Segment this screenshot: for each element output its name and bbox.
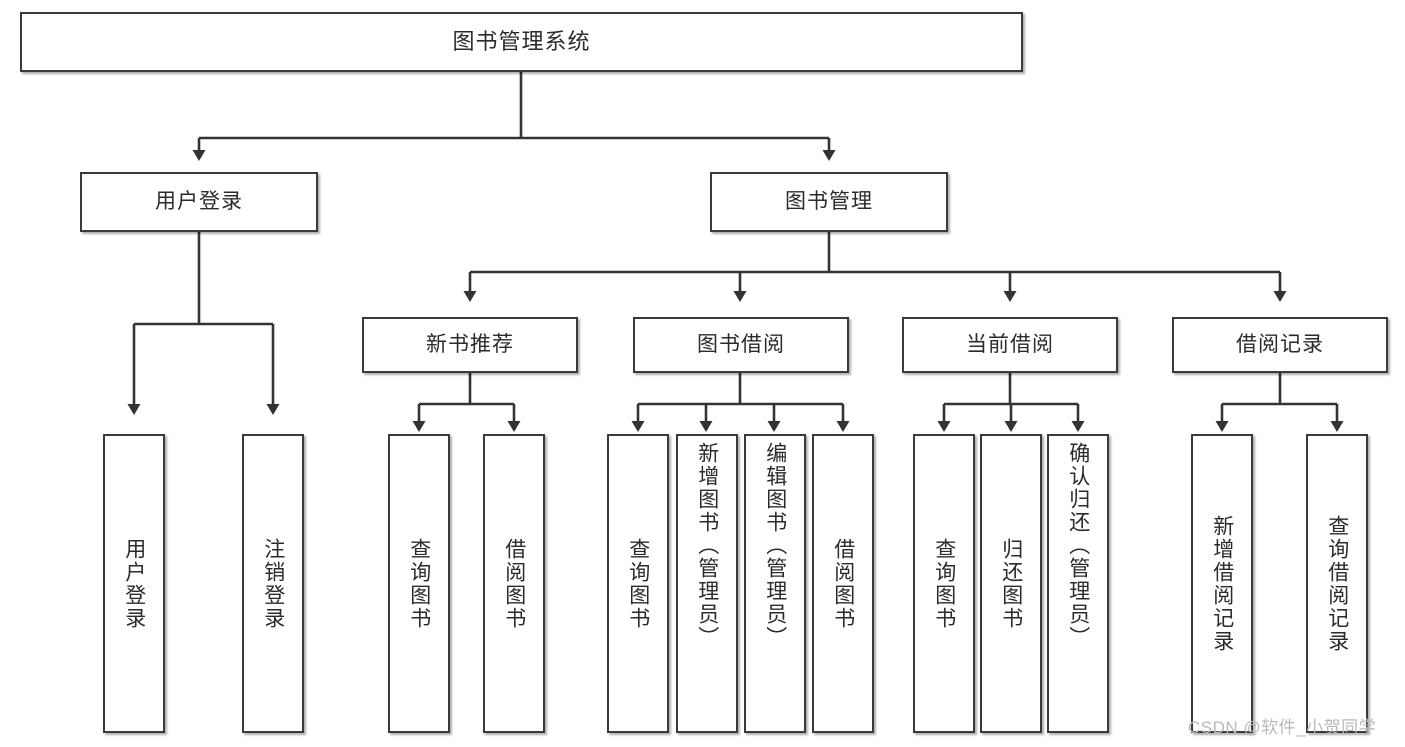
node-borrow-record[interactable]: 借阅记录 — [1172, 317, 1388, 373]
node-book-management-label: 图书管理 — [785, 189, 873, 213]
leaf-add-borrow-record[interactable]: 新增借阅记录 — [1191, 434, 1253, 733]
leaf-logout[interactable]: 注销登录 — [242, 434, 304, 733]
leaf-newbook-query-book[interactable]: 查询图书 — [388, 434, 450, 733]
leaf-current-query-book-label: 查询图书 — [932, 537, 956, 630]
leaf-return-book-label: 归还图书 — [999, 537, 1023, 630]
leaf-query-borrow-record-label: 查询借阅记录 — [1325, 514, 1349, 653]
leaf-add-book-admin[interactable]: 新增图书（管理员） — [676, 434, 738, 733]
leaf-newbook-borrow-book-label: 借阅图书 — [502, 537, 526, 630]
node-current-borrow-label: 当前借阅 — [966, 332, 1054, 356]
leaf-add-book-admin-label: 新增图书（管理员） — [695, 442, 719, 649]
node-user-login-label: 用户登录 — [155, 189, 243, 213]
node-book-borrow-label: 图书借阅 — [697, 332, 785, 356]
leaf-edit-book-admin[interactable]: 编辑图书（管理员） — [744, 434, 806, 733]
leaf-borrow-book-label: 借阅图书 — [831, 537, 855, 630]
watermark: CSDN @软件_小贺同学 — [1188, 718, 1377, 737]
leaf-confirm-return-admin[interactable]: 确认归还（管理员） — [1047, 434, 1109, 733]
leaf-newbook-query-book-label: 查询图书 — [407, 537, 431, 630]
leaf-logout-label: 注销登录 — [261, 537, 285, 630]
leaf-borrow-book[interactable]: 借阅图书 — [812, 434, 874, 733]
leaf-newbook-borrow-book[interactable]: 借阅图书 — [483, 434, 545, 733]
leaf-return-book[interactable]: 归还图书 — [980, 434, 1042, 733]
leaf-borrow-query-book-label: 查询图书 — [626, 537, 650, 630]
node-new-book-recommend[interactable]: 新书推荐 — [362, 317, 578, 373]
node-root-label: 图书管理系统 — [452, 29, 591, 55]
node-current-borrow[interactable]: 当前借阅 — [902, 317, 1118, 373]
node-user-login[interactable]: 用户登录 — [80, 172, 318, 232]
node-book-management[interactable]: 图书管理 — [710, 172, 948, 232]
leaf-current-query-book[interactable]: 查询图书 — [913, 434, 975, 733]
leaf-user-login[interactable]: 用户登录 — [103, 434, 165, 733]
leaf-add-borrow-record-label: 新增借阅记录 — [1210, 514, 1234, 653]
leaf-confirm-return-admin-label: 确认归还（管理员） — [1066, 442, 1090, 649]
leaf-borrow-query-book[interactable]: 查询图书 — [607, 434, 669, 733]
node-root[interactable]: 图书管理系统 — [20, 12, 1023, 72]
leaf-query-borrow-record[interactable]: 查询借阅记录 — [1306, 434, 1368, 733]
leaf-edit-book-admin-label: 编辑图书（管理员） — [763, 442, 787, 649]
node-book-borrow[interactable]: 图书借阅 — [633, 317, 849, 373]
node-new-book-recommend-label: 新书推荐 — [426, 332, 514, 356]
leaf-user-login-label: 用户登录 — [122, 537, 146, 630]
node-borrow-record-label: 借阅记录 — [1236, 332, 1324, 356]
